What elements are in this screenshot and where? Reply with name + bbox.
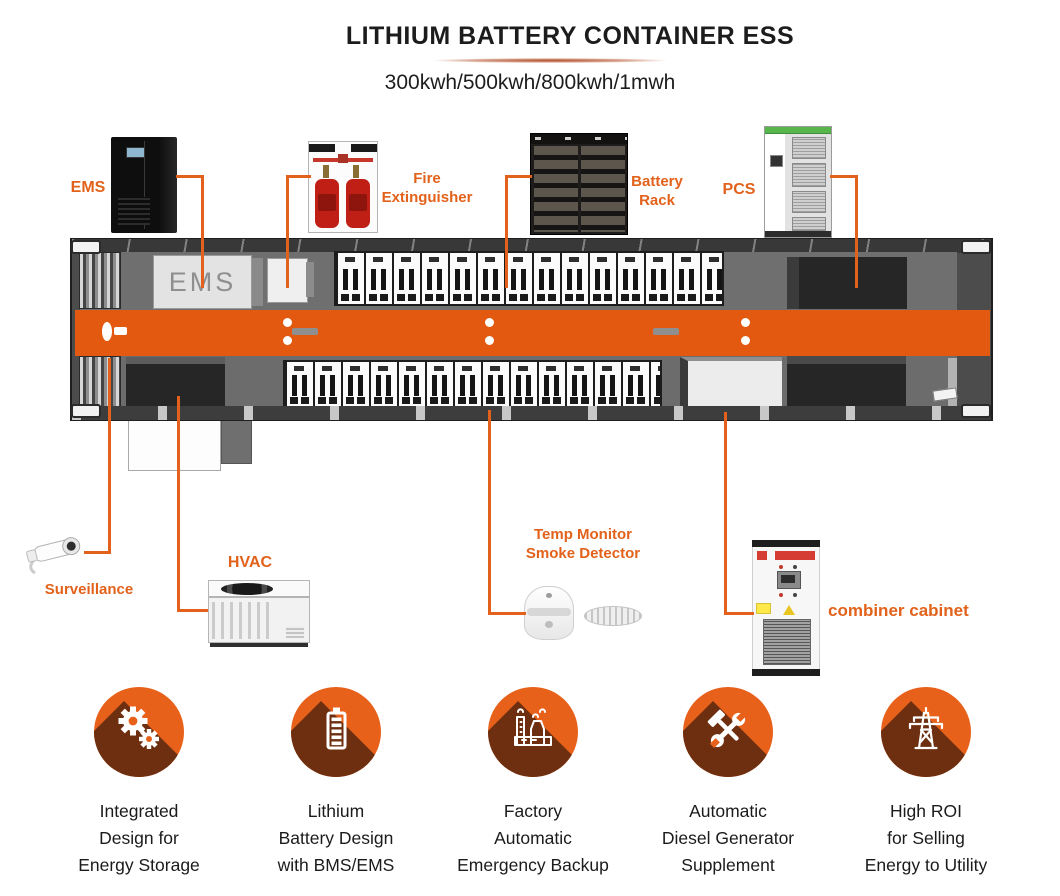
tools-icon xyxy=(707,709,747,749)
connector-surveillance xyxy=(84,551,111,554)
hvac-fan xyxy=(221,583,273,595)
combiner-cabinet-label: combiner cabinet xyxy=(828,601,969,620)
door-handle xyxy=(102,322,112,341)
connector-pcs-drop xyxy=(855,175,858,288)
connector-temp-drop xyxy=(488,410,491,615)
hvac-illustration xyxy=(208,580,310,647)
power-tower-icon xyxy=(908,706,944,750)
battery-icon xyxy=(326,707,347,750)
louver-vent-top-left xyxy=(79,252,121,309)
hvac-label: HVAC xyxy=(227,554,273,571)
connector-surveillance-drop xyxy=(108,358,111,554)
temp-smoke-label: Temp Monitor Smoke Detector xyxy=(525,526,641,562)
title-underline xyxy=(433,58,667,63)
connector-combiner xyxy=(724,612,754,615)
connector-battery xyxy=(505,175,532,178)
connector-ems xyxy=(176,175,204,178)
container-bottom-rail xyxy=(72,406,991,420)
ems-label: EMS xyxy=(70,179,106,196)
ems-screen xyxy=(126,147,145,158)
feature-caption-5: High ROI for Selling Energy to Utility xyxy=(864,801,988,875)
container-orange-band xyxy=(75,310,990,356)
container-underside-duct xyxy=(128,421,221,471)
battery-rack-label: Battery Rack xyxy=(631,173,683,209)
fire-extinguisher-label: Fire Extinguisher xyxy=(381,170,473,206)
feature-circle-3 xyxy=(488,687,578,777)
combiner-mesh-grille xyxy=(763,619,811,665)
louver-vent-bottom-left xyxy=(79,356,121,407)
battery-rack-illustration xyxy=(530,133,628,235)
container-hvac-box xyxy=(126,357,225,410)
connector-fire-drop xyxy=(286,175,289,288)
pcs-cabinet-illustration xyxy=(764,126,832,238)
pcs-label: PCS xyxy=(722,181,756,198)
container-battery-row-top xyxy=(334,251,724,306)
fire-extinguisher-illustration xyxy=(308,141,378,233)
warning-triangle-icon xyxy=(783,605,795,615)
factory-icon xyxy=(514,708,552,746)
connector-combiner-drop xyxy=(724,412,727,615)
container-combiner-box xyxy=(680,357,782,412)
combiner-cabinet-illustration xyxy=(752,540,820,676)
feature-caption-4: Automatic Diesel Generator Supplement xyxy=(661,801,795,875)
feature-caption-2: Lithium Battery Design with BMS/EMS xyxy=(277,801,395,875)
surveillance-camera-illustration xyxy=(26,537,81,575)
connector-hvac-drop xyxy=(177,396,180,612)
container-pcs-box-bottom xyxy=(787,355,906,406)
ems-cabinet-illustration xyxy=(111,137,177,233)
surveillance-label: Surveillance xyxy=(44,581,134,598)
gears-icon xyxy=(118,706,159,749)
feature-caption-3: Factory Automatic Emergency Backup xyxy=(457,801,609,875)
connector-battery-drop xyxy=(505,175,508,288)
feature-circle-5 xyxy=(881,687,971,777)
connector-hvac xyxy=(177,609,208,612)
feature-caption-1: Integrated Design for Energy Storage xyxy=(78,801,200,875)
container-battery-row-bottom xyxy=(283,360,662,409)
container-roof xyxy=(72,239,991,253)
connector-fire xyxy=(286,175,311,178)
smoke-detector-illustration xyxy=(524,586,574,640)
connector-pcs xyxy=(830,175,858,178)
temp-sensor-illustration xyxy=(584,606,642,626)
connector-temp xyxy=(488,612,526,615)
page-title: LITHIUM BATTERY CONTAINER ESS xyxy=(345,22,795,50)
container-pcs-box-top xyxy=(787,257,907,309)
feature-circle-4 xyxy=(683,687,773,777)
capacity-subtitle: 300kwh/500kwh/800kwh/1mwh xyxy=(384,71,676,94)
feature-circle-1 xyxy=(94,687,184,777)
feature-circle-2 xyxy=(291,687,381,777)
connector-ems-drop xyxy=(201,175,204,288)
